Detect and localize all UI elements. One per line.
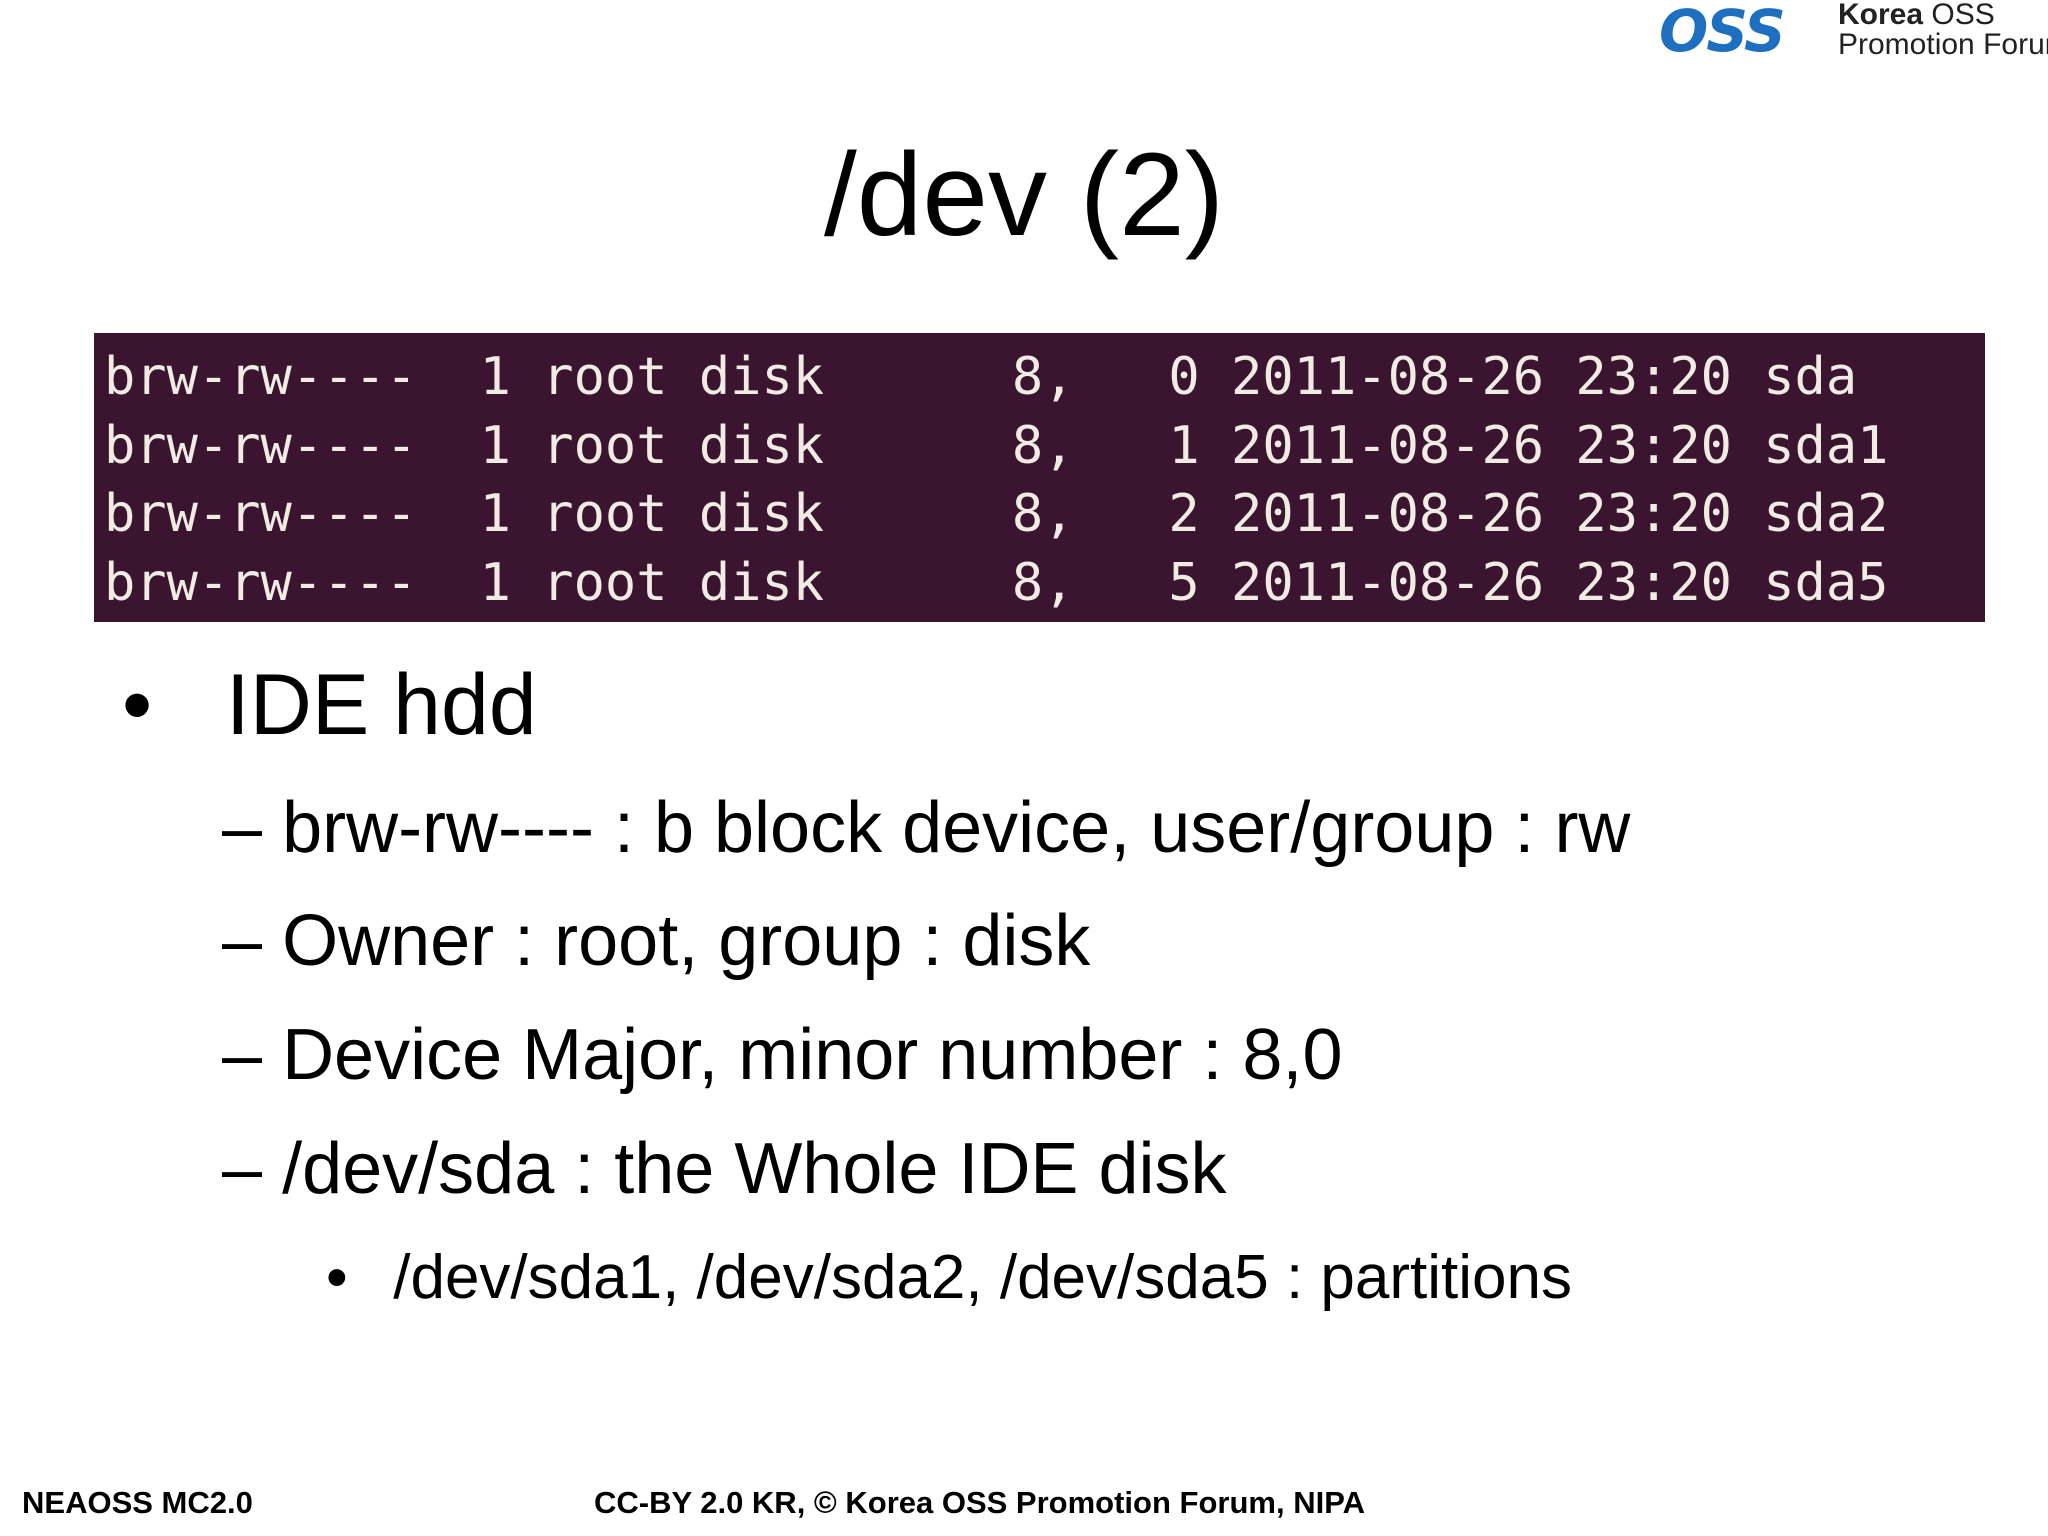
terminal-output: brw-rw---- 1 root disk 8, 0 2011-08-26 2… (94, 333, 1985, 622)
sub-item: – Owner : root, group : disk (222, 898, 1090, 984)
sub-sub-item-text: /dev/sda1, /dev/sda2, /dev/sda5 : partit… (393, 1243, 1572, 1312)
sub-sub-item: • /dev/sda1, /dev/sda2, /dev/sda5 : part… (326, 1240, 1572, 1316)
logo-text: Korea OSS Promotion Forum (1838, 0, 2048, 60)
korea-oss-logo: OSS Korea OSS Promotion Forum (1655, 0, 2048, 62)
terminal-line: brw-rw---- 1 root disk 8, 1 2011-08-26 2… (104, 415, 1889, 476)
terminal-line: brw-rw---- 1 root disk 8, 5 2011-08-26 2… (104, 552, 1889, 613)
bullet-icon: • (122, 657, 153, 753)
sub-item: – /dev/sda : the Whole IDE disk (222, 1126, 1227, 1212)
sub-item-text: Device Major, minor number : 8,0 (282, 1015, 1343, 1095)
bullet-ide-hdd: • IDE hdd (122, 655, 537, 755)
sub-item-text: /dev/sda : the Whole IDE disk (282, 1129, 1227, 1209)
oss-logo-mark: OSS (1659, 0, 1786, 65)
footer-center: CC-BY 2.0 KR, © Korea OSS Promotion Foru… (594, 1485, 1365, 1520)
dash-icon: – (222, 788, 263, 868)
bullet-text: IDE hdd (225, 657, 537, 753)
slide-title: /dev (2) (823, 129, 1225, 261)
terminal-line: brw-rw---- 1 root disk 8, 2 2011-08-26 2… (104, 484, 1889, 544)
terminal-line: brw-rw---- 1 root disk 8, 0 2011-08-26 2… (104, 347, 1858, 407)
sub-item-text: brw-rw---- : b block device, user/group … (282, 788, 1631, 868)
dash-icon: – (222, 1015, 263, 1095)
sub-item: – Device Major, minor number : 8,0 (222, 1012, 1342, 1098)
logo-promotion-forum: Promotion Forum (1838, 28, 2048, 61)
footer-left: NEAOSS MC2.0 (22, 1485, 253, 1520)
sub-item-text: Owner : root, group : disk (282, 901, 1091, 981)
sub-item: – brw-rw---- : b block device, user/grou… (222, 785, 1630, 871)
dash-icon: – (222, 1129, 263, 1209)
logo-oss: OSS (1931, 0, 1995, 31)
dash-icon: – (222, 901, 263, 981)
logo-korea: Korea (1838, 0, 1924, 31)
bullet-icon: • (326, 1243, 348, 1312)
